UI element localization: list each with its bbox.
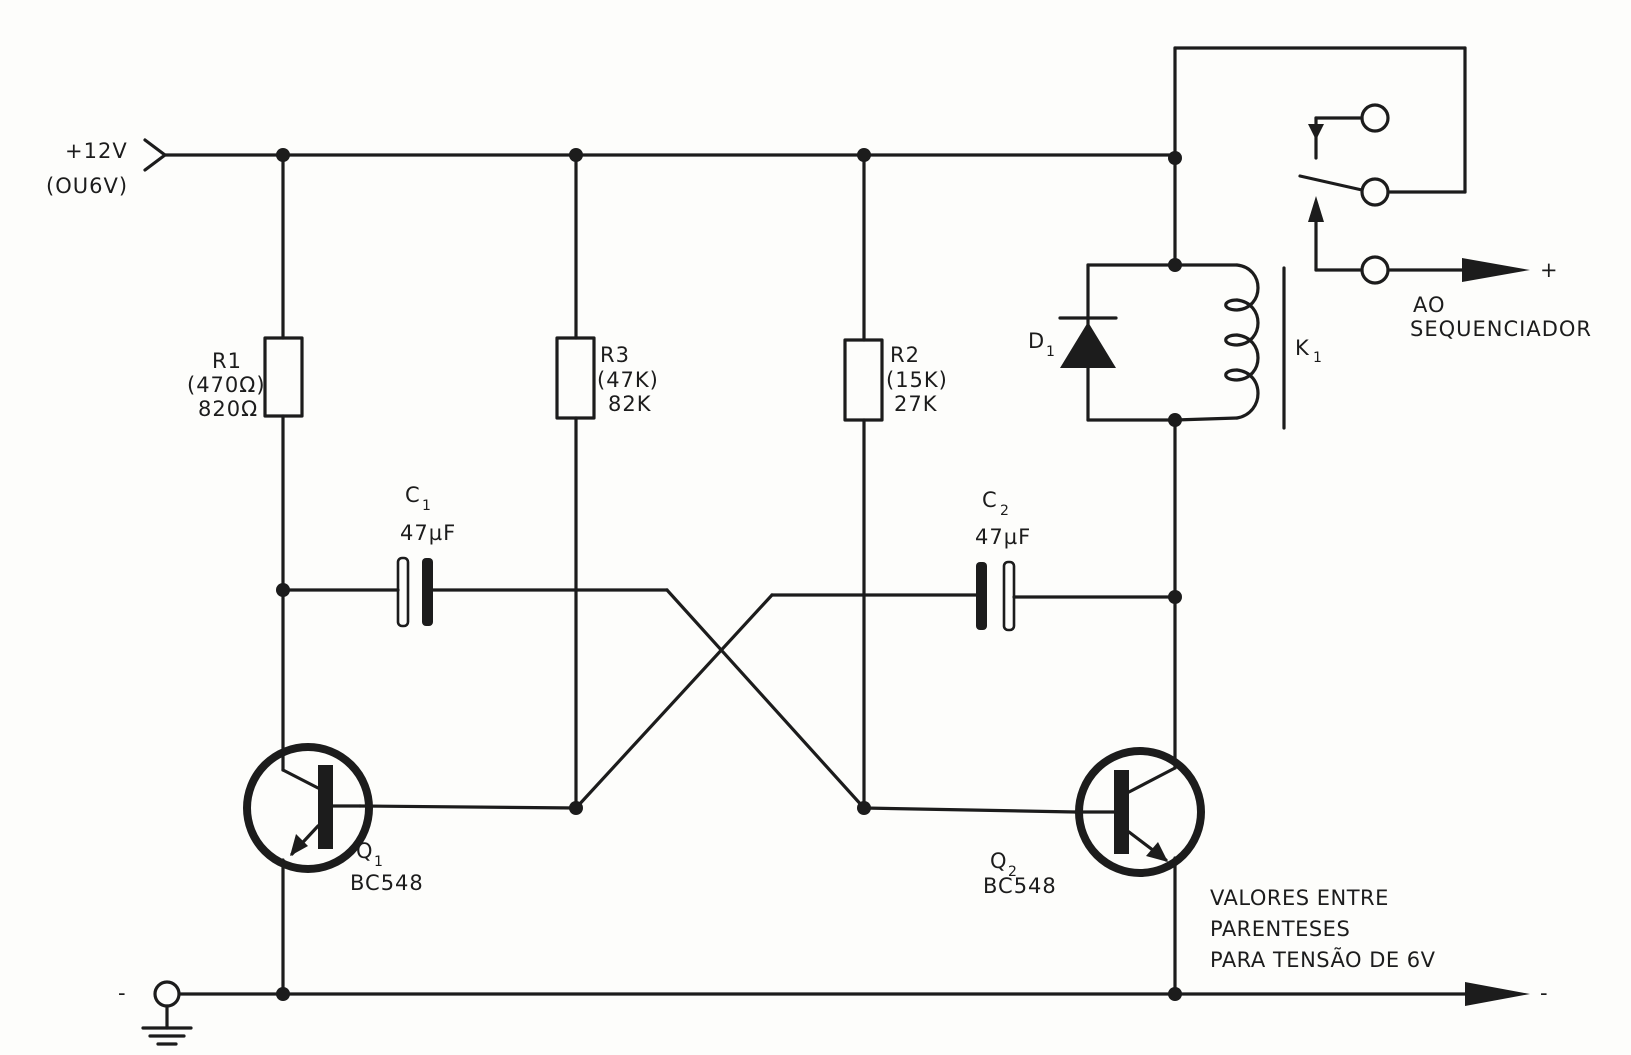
c1-value-label: 47µF <box>400 521 456 545</box>
q2-name-label: Q <box>990 849 1008 873</box>
r3-name-label: R3 <box>600 343 630 367</box>
q1-part-label: BC548 <box>350 871 424 895</box>
note-line2: PARENTESES <box>1210 917 1350 941</box>
r1-resistor <box>263 153 304 772</box>
r3-resistor <box>555 153 596 810</box>
q1-transistor-icon <box>243 743 373 996</box>
supply-voltage-alt-label: (OU6V) <box>46 174 128 198</box>
c2-name-label: C <box>982 488 998 512</box>
c1-capacitor <box>281 556 669 628</box>
relay-supply-wire <box>1173 46 1467 267</box>
output-plus-label: + <box>1540 258 1559 282</box>
k1-subscript-label: 1 <box>1313 350 1323 366</box>
relay-contacts-icon <box>1298 103 1530 285</box>
output-label-line2: SEQUENCIADOR <box>1410 317 1592 341</box>
r1-value-label: 820Ω <box>198 397 258 421</box>
d1-diode <box>1058 263 1177 422</box>
q1-subscript-label: 1 <box>374 854 384 870</box>
q2-transistor-icon <box>1073 747 1205 877</box>
c2-subscript-label: 2 <box>1000 503 1010 519</box>
r1-alt-value-label: (470Ω) <box>187 373 266 397</box>
output-minus-label: - <box>1540 981 1549 1005</box>
note-line1: VALORES ENTRE <box>1210 886 1389 910</box>
c1-subscript-label: 1 <box>422 498 432 514</box>
c2-capacitor <box>770 560 1177 632</box>
d1-subscript-label: 1 <box>1046 344 1056 360</box>
d1-name-label: D <box>1028 329 1045 353</box>
cross-coupling-wires <box>574 588 866 810</box>
ground-terminal-icon <box>141 980 193 1046</box>
r1-name-label: R1 <box>212 349 242 373</box>
k1-relay-coil-icon <box>1173 263 1286 430</box>
q2-part-label: BC548 <box>983 874 1057 898</box>
c1-name-label: C <box>405 483 421 507</box>
q1-base-wire <box>358 804 578 810</box>
supply-terminal-icon <box>143 138 167 172</box>
q2-subscript-label: 2 <box>1008 864 1018 880</box>
supply-voltage-label: +12V <box>65 139 128 163</box>
note-line3: PARA TENSÃO DE 6V <box>1210 946 1436 972</box>
q2-base-wire <box>862 806 1077 814</box>
r2-name-label: R2 <box>890 343 920 367</box>
r3-value-label: 82K <box>608 392 652 416</box>
output-label-line1: AO <box>1413 293 1446 317</box>
r2-alt-value-label: (15K) <box>886 368 948 392</box>
ground-minus-label: - <box>118 981 127 1005</box>
r2-resistor <box>843 153 884 810</box>
junction-dots <box>276 148 1182 1001</box>
q1-name-label: Q <box>356 839 374 863</box>
r3-alt-value-label: (47K) <box>597 368 659 392</box>
ground-output-arrow-icon <box>1465 982 1530 1006</box>
c2-value-label: 47µF <box>975 525 1031 549</box>
r2-value-label: 27K <box>894 392 938 416</box>
k1-name-label: K <box>1295 336 1310 360</box>
